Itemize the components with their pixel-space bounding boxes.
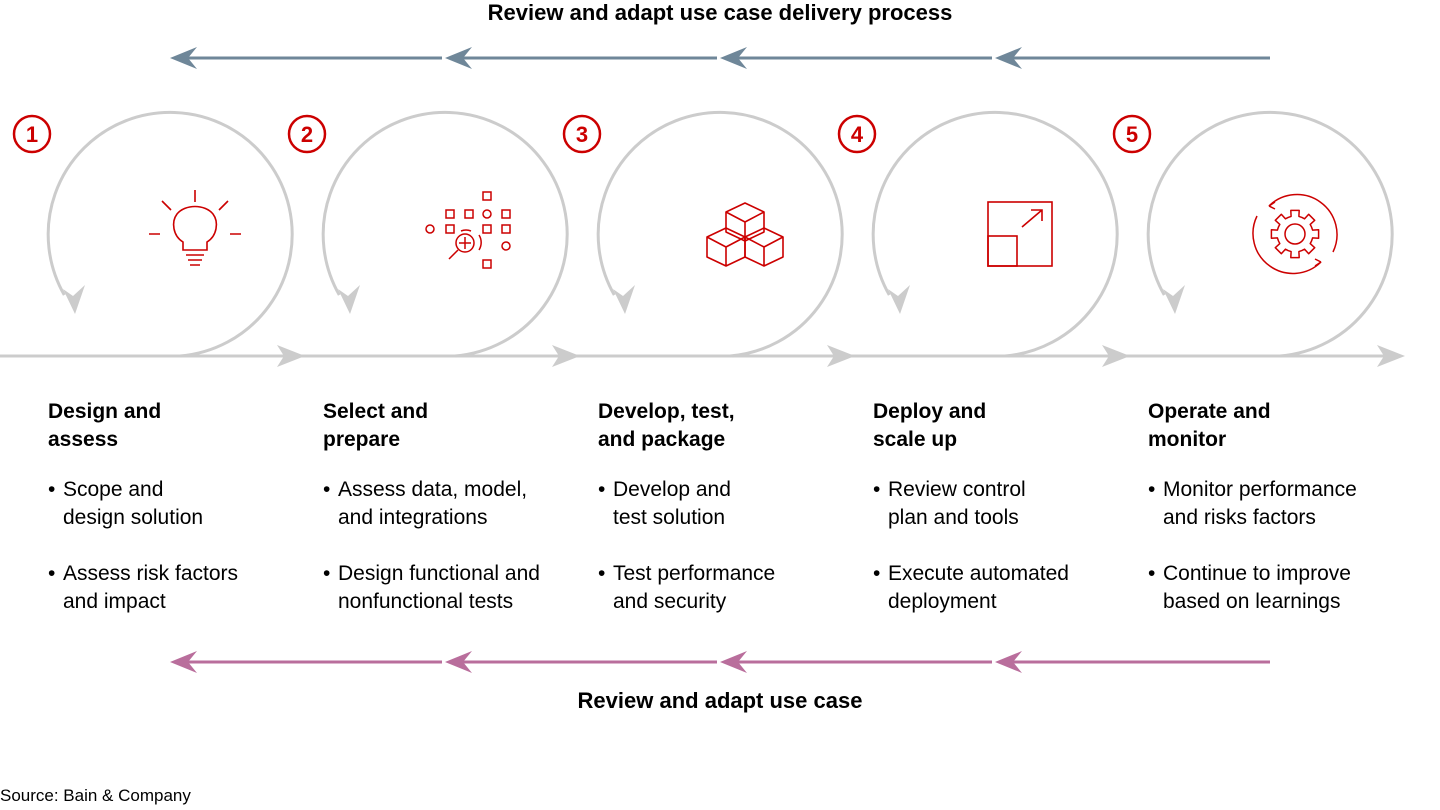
- step-bullet: Develop and test solution: [598, 476, 868, 532]
- bottom-arrow-2: [445, 651, 717, 673]
- step-number-badge: 4: [837, 114, 877, 154]
- top-process-title: Review and adapt use case delivery proce…: [487, 0, 953, 25]
- top-arrow-3: [720, 47, 992, 69]
- loop-arrow-head: [888, 285, 910, 314]
- step-number: 1: [26, 122, 38, 147]
- step-bullet: Assess risk factors and impact: [48, 560, 318, 616]
- step-heading: Deploy and scale up: [873, 400, 987, 451]
- top-arrow-head: [720, 47, 747, 69]
- bottom-arrow-head: [445, 651, 472, 673]
- loop-arc: [596, 110, 844, 358]
- top-arrow-4: [995, 47, 1270, 69]
- loop-arc: [46, 110, 294, 358]
- badge-circle: [562, 114, 602, 154]
- step-number-badge: 1: [12, 114, 52, 154]
- badge-circle: [287, 114, 327, 154]
- top-arrow-2: [445, 47, 717, 69]
- step-heading: Select and prepare: [323, 400, 429, 451]
- step-1-loop: 1: [0, 110, 305, 367]
- step-heading: Operate and monitor: [1148, 400, 1271, 451]
- bottom-arrow-head: [720, 651, 747, 673]
- top-feedback-arrows: [170, 47, 1270, 69]
- scale-up-icon: [987, 201, 1053, 267]
- step-bullet: Execute automated deployment: [873, 560, 1143, 616]
- step-bullet: Review control plan and tools: [873, 476, 1143, 532]
- gear-cycle-icon: [1252, 193, 1338, 275]
- badge-circle: [1112, 114, 1152, 154]
- baseline-arrow-head: [1377, 345, 1405, 367]
- step-4-loop: 4: [835, 110, 1130, 367]
- loop-arc: [871, 110, 1119, 358]
- step-loops: 1 2 3 4 5: [0, 110, 1405, 367]
- loop-arrow-head: [1163, 285, 1185, 314]
- bottom-arrow-head: [170, 651, 197, 673]
- top-arrow-1: [170, 47, 442, 69]
- bottom-arrow-head: [995, 651, 1022, 673]
- loop-arc: [321, 110, 569, 358]
- cubes-icon: [706, 202, 784, 267]
- step-5-loop: 5: [1110, 110, 1405, 367]
- bottom-arrow-1: [170, 651, 442, 673]
- top-arrow-head: [445, 47, 472, 69]
- loop-arrow-head: [63, 285, 85, 314]
- step-number: 3: [576, 122, 588, 147]
- step-heading: Develop, test, and package: [598, 400, 735, 451]
- loop-arc: [1146, 110, 1394, 358]
- step-3-description: Develop, test, and packageDevelop and te…: [598, 398, 868, 644]
- step-number-badge: 2: [287, 114, 327, 154]
- step-3-loop: 3: [560, 110, 855, 367]
- lightbulb-icon: [149, 190, 241, 266]
- badge-circle: [12, 114, 52, 154]
- step-bullet: Assess data, model, and integrations: [323, 476, 593, 532]
- top-arrow-head: [170, 47, 197, 69]
- step-1-description: Design and assessScope and design soluti…: [48, 398, 318, 644]
- bottom-arrow-4: [995, 651, 1270, 673]
- badge-circle: [837, 114, 877, 154]
- step-bullet: Test performance and security: [598, 560, 868, 616]
- step-heading: Design and assess: [48, 400, 162, 451]
- data-search-icon: [425, 191, 511, 269]
- step-bullet: Scope and design solution: [48, 476, 318, 532]
- step-number-badge: 5: [1112, 114, 1152, 154]
- step-number: 2: [301, 122, 313, 147]
- step-4-description: Deploy and scale up Review control plan a…: [873, 398, 1143, 644]
- bottom-arrow-3: [720, 651, 992, 673]
- loop-arrow-head: [338, 285, 360, 314]
- step-2-loop: 2: [285, 110, 580, 367]
- bottom-feedback-arrows: [170, 651, 1270, 673]
- top-arrow-head: [995, 47, 1022, 69]
- step-bullet: Continue to improve based on learnings: [1148, 560, 1418, 616]
- step-bullet: Design functional and nonfunctional test…: [323, 560, 593, 616]
- source-note: Source: Bain & Company: [0, 786, 191, 805]
- step-number: 5: [1126, 122, 1138, 147]
- step-number-badge: 3: [562, 114, 602, 154]
- loop-arrow-head: [613, 285, 635, 314]
- step-5-description: Operate and monitorMonitor performance a…: [1148, 398, 1418, 644]
- step-bullet: Monitor performance and risks factors: [1148, 476, 1418, 532]
- step-number: 4: [851, 122, 864, 147]
- step-2-description: Select and prepareAssess data, model, an…: [323, 398, 593, 644]
- bottom-process-title: Review and adapt use case: [577, 688, 863, 713]
